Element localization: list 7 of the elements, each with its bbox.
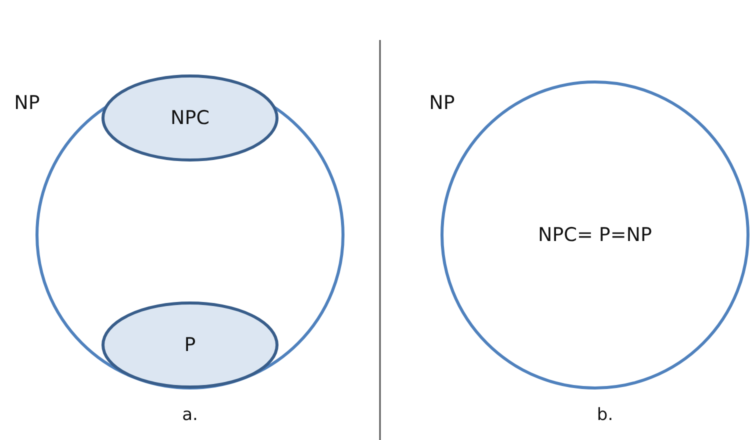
set-label: NPC [170,107,210,129]
panel-label: a. [182,405,198,425]
set-label: NP [14,92,40,114]
set-label: NP [429,92,455,114]
set-label: NPC= P=NP [538,224,652,246]
panel-label: b. [596,405,614,425]
set-label: P [184,334,196,356]
